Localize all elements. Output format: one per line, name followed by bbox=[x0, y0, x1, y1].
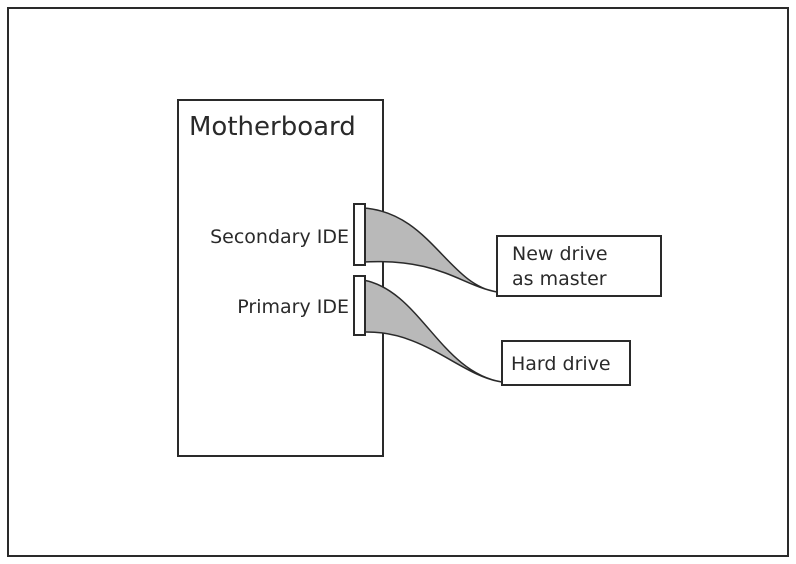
hard-drive-box bbox=[501, 340, 631, 386]
new-drive-box bbox=[496, 235, 662, 297]
hard-drive-label: Hard drive bbox=[511, 353, 611, 375]
motherboard-box bbox=[177, 99, 384, 457]
secondary-ide-connector bbox=[353, 203, 366, 266]
new-drive-label-line1: New drive bbox=[512, 243, 608, 265]
motherboard-label: Motherboard bbox=[189, 112, 356, 142]
primary-ide-label: Primary IDE bbox=[237, 296, 349, 318]
new-drive-label-line2: as master bbox=[512, 268, 607, 290]
outer-frame bbox=[7, 7, 789, 557]
primary-ide-connector bbox=[353, 275, 366, 336]
secondary-ide-label: Secondary IDE bbox=[210, 226, 349, 248]
